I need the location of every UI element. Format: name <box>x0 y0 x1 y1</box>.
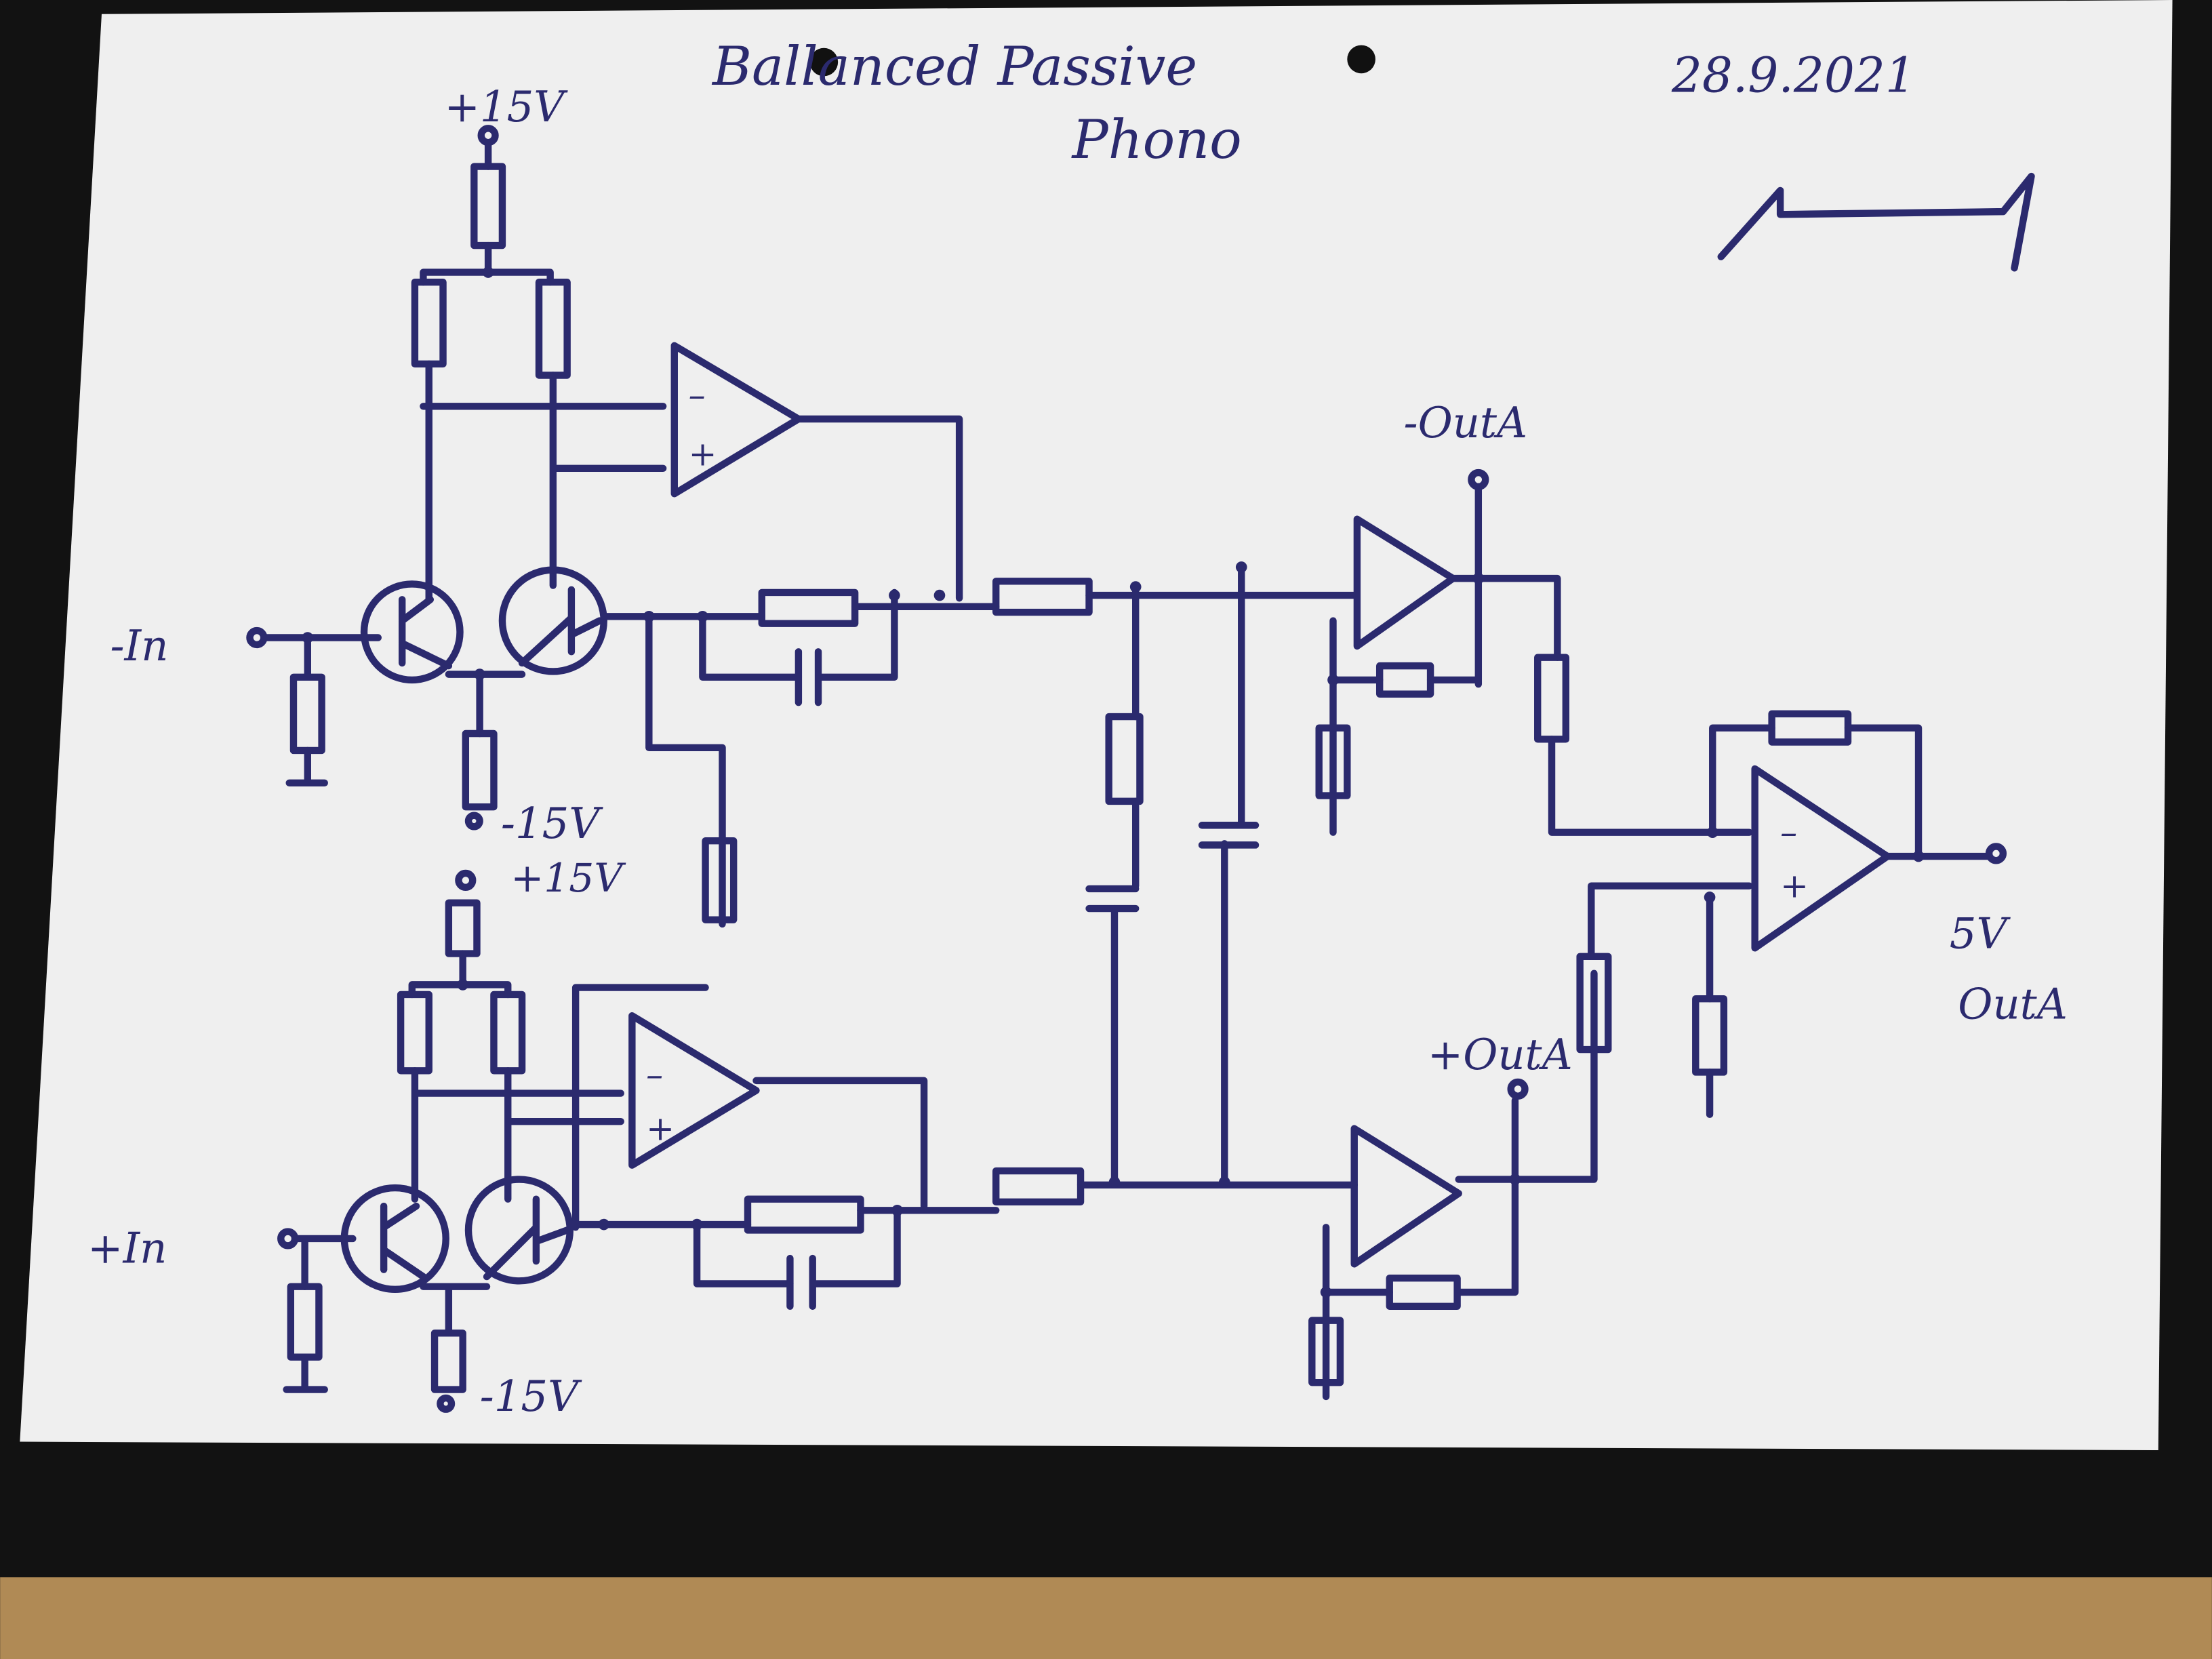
resistor <box>1375 662 1434 698</box>
label-supply-pos-mid: +15V <box>510 855 626 901</box>
wire <box>1548 736 1753 836</box>
wire <box>752 1077 928 1210</box>
label-final-level: 5V <box>1950 908 2011 958</box>
wire <box>1110 563 1245 1186</box>
capacitor <box>1198 822 1260 849</box>
transistor-leads <box>518 586 603 667</box>
ground <box>285 746 328 787</box>
wire <box>1706 724 1993 1119</box>
opamp <box>628 1012 760 1169</box>
title-line2: Phono <box>1071 108 1242 171</box>
wire <box>600 613 765 928</box>
terminal <box>1507 1078 1529 1100</box>
label-supply-pos-top: +15V <box>445 82 569 132</box>
opamp <box>1350 1125 1462 1268</box>
punch-hole-icon <box>1347 45 1375 74</box>
label-final-out: OutA <box>1958 979 2068 1028</box>
transistor <box>340 1184 449 1294</box>
resistor <box>1386 1274 1461 1311</box>
plus-sign: + <box>1780 866 1809 905</box>
junction-dots <box>302 266 1925 1298</box>
riaa-network <box>1085 563 1260 1186</box>
resistor <box>702 837 738 923</box>
resistor <box>1692 995 1728 1076</box>
paper-sheet <box>20 0 2173 1451</box>
wire <box>566 1207 1000 1287</box>
table-edge <box>0 1577 2212 1659</box>
output-terminal <box>1985 843 2007 864</box>
capacitor <box>1085 885 1140 913</box>
resistor <box>1308 1317 1344 1386</box>
wire <box>699 588 1000 681</box>
opamp <box>1751 765 1891 952</box>
resistor <box>1105 713 1144 805</box>
date: 28.9.2021 <box>1671 47 1916 103</box>
minus-sign: – <box>1780 812 1797 852</box>
title-line1: Ballanced Passive <box>711 35 1197 98</box>
transistor <box>498 566 607 675</box>
transistor-leads <box>380 1202 427 1281</box>
signature-icon <box>1717 172 2035 272</box>
resistor <box>1768 710 1852 746</box>
transistor-leads <box>483 1195 571 1281</box>
resistor <box>744 1195 864 1234</box>
resistor <box>430 1330 466 1393</box>
terminal <box>437 1394 456 1413</box>
label-out-neg: -OutA <box>1404 398 1528 447</box>
minus-sign: – <box>646 1055 663 1094</box>
label-supply-neg-bottom: -15V <box>480 1372 582 1421</box>
terminal <box>464 812 483 831</box>
plus-sign: + <box>689 435 717 474</box>
wire <box>795 415 963 602</box>
label-input-pos: +In <box>87 1223 167 1273</box>
transistor <box>360 580 464 684</box>
resistor <box>1315 724 1351 799</box>
opamp <box>1353 515 1457 650</box>
terminal <box>455 869 477 892</box>
differential-output: – + <box>1692 710 2007 1119</box>
wire <box>420 1283 491 1337</box>
terminal <box>1468 468 1489 491</box>
wire <box>260 634 382 681</box>
capacitor <box>795 648 822 706</box>
wire <box>411 984 709 1231</box>
output-buffers <box>1308 468 1753 1401</box>
label-out-pos: +OutA <box>1428 1030 1573 1079</box>
opamp <box>670 342 803 498</box>
wire <box>1322 970 1598 1401</box>
capacitor <box>786 1254 816 1311</box>
minus-sign: – <box>689 375 706 414</box>
punch-hole-icon <box>809 47 839 77</box>
ground <box>283 1353 328 1393</box>
wire <box>420 360 667 603</box>
label-input-neg: -In <box>110 621 168 671</box>
plus-sign: + <box>646 1108 675 1148</box>
transistor-leads <box>398 596 453 670</box>
upper-input-stage: – + <box>246 125 1358 928</box>
label-supply-neg-mid: -15V <box>501 799 603 848</box>
wire <box>1588 882 1753 960</box>
resistor <box>462 729 498 811</box>
